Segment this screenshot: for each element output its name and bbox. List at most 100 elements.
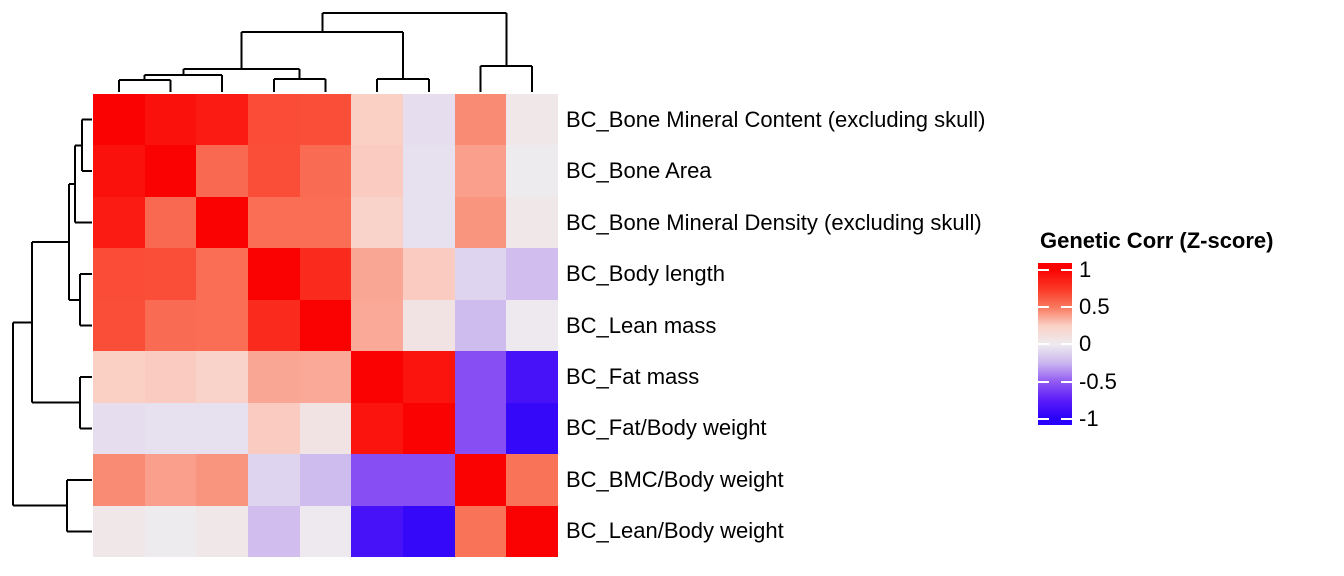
colorbar-tick — [1038, 268, 1049, 271]
heatmap-cell — [454, 454, 507, 506]
heatmap-cell — [248, 505, 300, 557]
heatmap-cell — [93, 196, 145, 249]
heatmap-cell — [299, 351, 352, 403]
heatmap-cell — [196, 299, 248, 352]
heatmap-cell — [351, 94, 403, 146]
heatmap-cell — [403, 402, 455, 455]
heatmap-cell — [248, 196, 300, 249]
colorbar-tick — [1038, 418, 1049, 421]
heatmap-cell — [403, 454, 455, 506]
heatmap-cell — [248, 145, 300, 197]
heatmap-cell — [506, 94, 558, 146]
heatmap-cell — [196, 505, 248, 557]
heatmap-cell — [299, 94, 352, 146]
colorbar-tick — [1038, 343, 1049, 346]
heatmap-cell — [403, 196, 455, 249]
heatmap-cell — [144, 94, 197, 146]
heatmap-cell — [299, 299, 352, 352]
heatmap-cell — [248, 402, 300, 455]
heatmap-cell — [144, 454, 197, 506]
heatmap-cell — [454, 94, 507, 146]
colorbar-tick — [1038, 380, 1049, 383]
heatmap-cell — [144, 351, 197, 403]
colorbar-tick-label: 1 — [1079, 256, 1092, 282]
row-label: BC_Lean/Body weight — [566, 518, 784, 544]
heatmap-cell — [351, 145, 403, 197]
heatmap-cell — [403, 505, 455, 557]
heatmap-cell — [351, 299, 403, 352]
colorbar-tick — [1061, 380, 1072, 383]
heatmap-cell — [506, 402, 558, 455]
row-label: BC_Fat mass — [566, 363, 700, 389]
heatmap-cell — [299, 196, 352, 249]
heatmap-cell — [454, 505, 507, 557]
heatmap-cell — [144, 402, 197, 455]
row-label: BC_BMC/Body weight — [566, 466, 784, 492]
legend-title: Genetic Corr (Z-score) — [1040, 228, 1274, 253]
heatmap-cell — [144, 248, 197, 300]
heatmap-cell — [299, 505, 352, 557]
heatmap-cell — [196, 94, 248, 146]
heatmap-cell — [351, 505, 403, 557]
heatmap-grid — [93, 94, 558, 557]
colorbar-tick — [1038, 306, 1049, 309]
colorbar-tick — [1061, 418, 1072, 421]
heatmap-cell — [144, 145, 197, 197]
heatmap-cell — [351, 454, 403, 506]
row-label: BC_Bone Mineral Content (excluding skull… — [566, 106, 986, 132]
heatmap-cell — [506, 505, 558, 557]
colorbar-tick-label: 0 — [1079, 331, 1092, 357]
heatmap-cell — [93, 454, 145, 506]
heatmap-cell — [351, 351, 403, 403]
heatmap-cell — [454, 196, 507, 249]
heatmap-cell — [454, 145, 507, 197]
heatmap-cell — [144, 505, 197, 557]
row-label: BC_Lean mass — [566, 312, 717, 338]
heatmap-cell — [403, 145, 455, 197]
heatmap-cell — [248, 94, 300, 146]
heatmap-cell — [351, 196, 403, 249]
heatmap-cell — [196, 248, 248, 300]
heatmap-cell — [93, 351, 145, 403]
heatmap-cell — [403, 299, 455, 352]
heatmap-cell — [299, 402, 352, 455]
heatmap-cell — [403, 351, 455, 403]
heatmap-cell — [196, 402, 248, 455]
heatmap-cell — [403, 248, 455, 300]
heatmap-cell — [248, 454, 300, 506]
heatmap-cell — [93, 299, 145, 352]
row-label: BC_Fat/Body weight — [566, 415, 767, 441]
heatmap-cell — [196, 145, 248, 197]
heatmap-cell — [403, 94, 455, 146]
heatmap-cell — [93, 94, 145, 146]
heatmap-cell — [93, 402, 145, 455]
heatmap-cell — [351, 402, 403, 455]
heatmap-cell — [454, 248, 507, 300]
colorbar-tick — [1061, 343, 1072, 346]
heatmap-cell — [506, 299, 558, 352]
heatmap-cell — [506, 351, 558, 403]
heatmap-cell — [93, 145, 145, 197]
colorbar-tick-label: -0.5 — [1079, 368, 1117, 394]
row-label: BC_Body length — [566, 261, 725, 287]
heatmap-cell — [454, 402, 507, 455]
heatmap-cell — [248, 299, 300, 352]
heatmap-cell — [506, 248, 558, 300]
heatmap-cell — [506, 145, 558, 197]
heatmap-cell — [454, 299, 507, 352]
row-label: BC_Bone Mineral Density (excluding skull… — [566, 209, 982, 235]
heatmap-cell — [299, 248, 352, 300]
row-label: BC_Bone Area — [566, 158, 712, 184]
heatmap-cell — [454, 351, 507, 403]
heatmap-cell — [506, 454, 558, 506]
row-dendrogram — [12, 118, 92, 533]
heatmap-cell — [248, 248, 300, 300]
heatmap-cell — [196, 196, 248, 249]
heatmap-cell — [93, 505, 145, 557]
colorbar-tick-label: 0.5 — [1079, 294, 1110, 320]
column-dendrogram — [117, 12, 534, 92]
heatmap-cell — [196, 351, 248, 403]
heatmap-cell — [506, 196, 558, 249]
